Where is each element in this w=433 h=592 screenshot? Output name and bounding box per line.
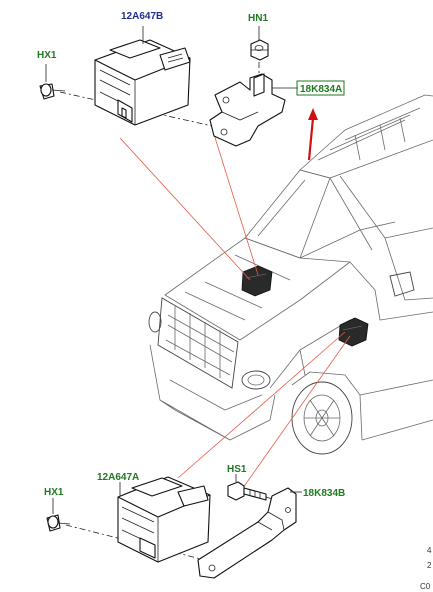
vehicle-hood	[164, 237, 351, 341]
installed-module-upper	[241, 265, 273, 297]
bracket-upper	[209, 73, 286, 147]
margin-marks: 4 2 C0	[420, 546, 432, 591]
callout-top-bracket-box	[296, 80, 345, 96]
callout-bottom-bolt: HS1	[227, 464, 247, 475]
vehicle-headlight-right	[241, 370, 271, 390]
bracket-lower	[197, 487, 297, 579]
control-module-upper	[94, 39, 191, 126]
vehicle-illustration	[148, 94, 433, 455]
bolt-icon	[227, 481, 267, 501]
bottom-assembly	[46, 474, 302, 579]
vehicle-headlight-left	[148, 311, 162, 333]
callout-labels: 12A647B HN1 18K834A HX1 12A647A HS1 18K8…	[37, 11, 345, 499]
callout-bottom-module: 12A647A	[97, 472, 139, 483]
vehicle-windshield	[244, 169, 331, 259]
margin-mark-1: 4	[427, 546, 432, 555]
pointer-arrow	[307, 108, 318, 161]
callout-top-nut: HN1	[248, 13, 268, 24]
callout-bottom-bracket: 18K834B	[303, 488, 345, 499]
location-leaders	[119, 127, 351, 496]
screw-icon	[46, 514, 71, 532]
margin-mark-2: 2	[427, 561, 432, 570]
margin-mark-3: C0	[420, 582, 431, 591]
callout-bottom-screw: HX1	[44, 487, 64, 498]
vehicle-bumper	[149, 344, 276, 441]
vehicle-roof	[299, 94, 433, 179]
top-assembly	[39, 26, 298, 147]
callout-top-bracket: 18K834A	[300, 84, 342, 95]
control-module-lower	[117, 476, 211, 563]
installed-module-lower	[338, 317, 369, 347]
callout-top-screw: HX1	[37, 50, 57, 61]
callout-top-module: 12A647B	[121, 11, 163, 22]
nut-icon	[250, 39, 269, 61]
vehicle-mirror	[389, 271, 415, 297]
screw-icon	[39, 83, 66, 100]
